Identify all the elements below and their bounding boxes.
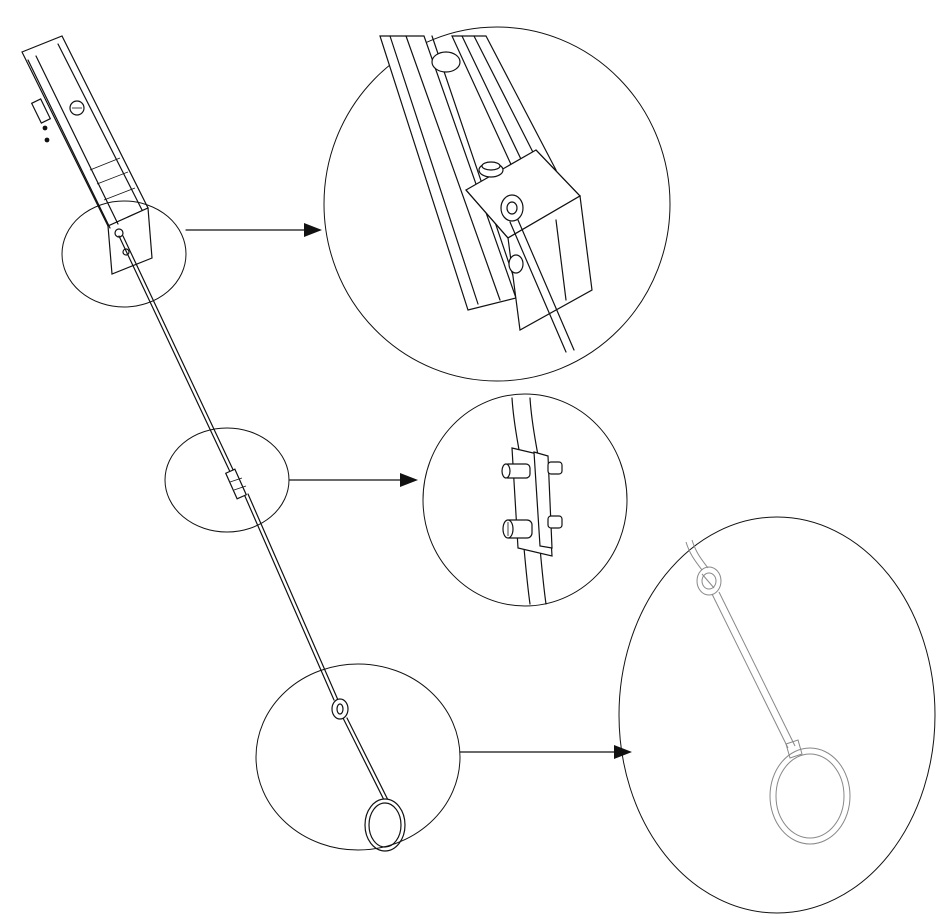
arrow-right-icon — [614, 745, 632, 759]
callout-circle-small-2 — [164, 427, 290, 533]
cable-connector-overview — [224, 468, 248, 500]
magnify-circle-1 — [323, 26, 671, 382]
callout-pull-ring — [255, 516, 936, 914]
arrow-right-icon — [304, 223, 322, 237]
magnify-circle-2 — [422, 393, 628, 607]
arrow-right-icon — [400, 473, 418, 487]
pull-ring-overview — [364, 798, 406, 852]
cable-clip-overview — [331, 698, 349, 720]
callout-cable-connector — [164, 393, 628, 607]
callout-mechanism-attachment — [61, 26, 671, 382]
release-cable — [118, 235, 389, 801]
callout-circle-small-1 — [61, 200, 187, 308]
callout-circle-small-3 — [255, 663, 461, 851]
magnify-circle-3 — [618, 516, 936, 914]
housing-overview — [21, 35, 153, 275]
